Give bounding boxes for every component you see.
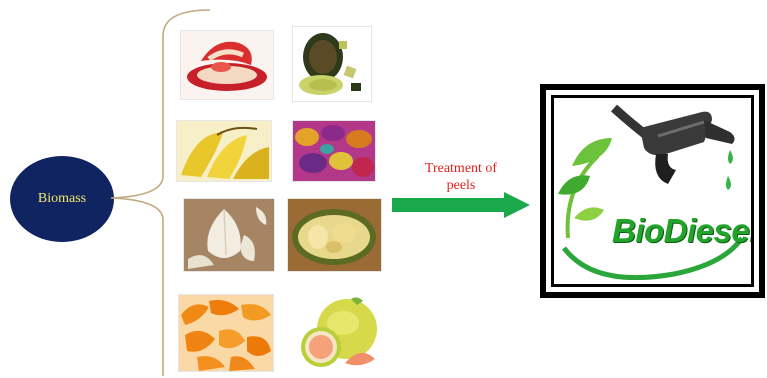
treatment-label-line1: Treatment of: [396, 160, 526, 177]
jackfruit-peel-image: [287, 198, 382, 272]
cocoa-pod-image: [292, 120, 376, 182]
avocado-peel-image: [292, 26, 372, 102]
orange-peel-image: [178, 294, 274, 372]
apple-peel-image: [180, 30, 274, 100]
banana-peel-image: [176, 120, 272, 182]
biodiesel-logo-frame: BioDiesel: [540, 84, 765, 298]
biomass-label: Biomass: [38, 191, 86, 207]
treatment-label: Treatment of peels: [396, 160, 526, 194]
biomass-node: Biomass: [10, 156, 114, 242]
pomelo-peel-image: [290, 292, 386, 372]
garlic-peel-image: [183, 198, 275, 272]
process-arrow: [392, 192, 532, 218]
biodiesel-logo: BioDiesel: [551, 95, 754, 287]
fuel-nozzle-icon: [554, 98, 747, 280]
biodiesel-logo-text: BioDiesel: [612, 212, 754, 250]
